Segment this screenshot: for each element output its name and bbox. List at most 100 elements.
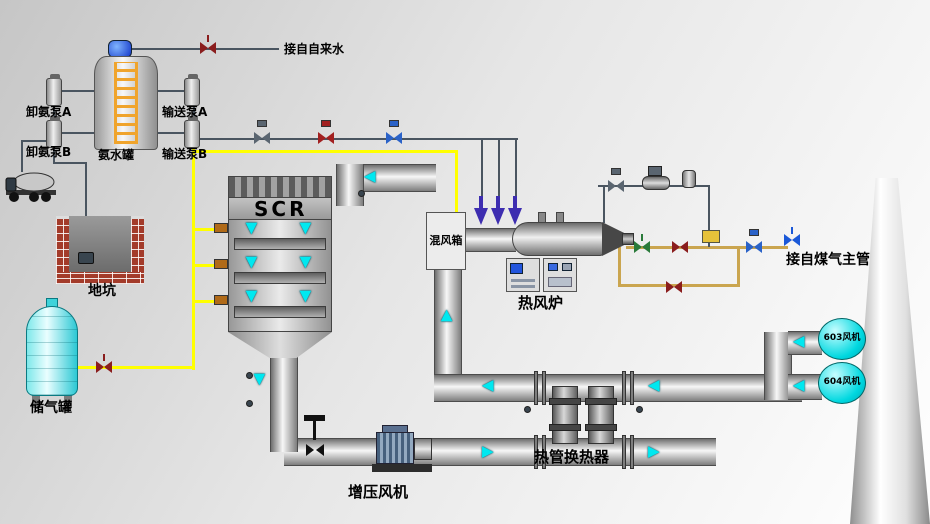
unload-pump-a[interactable] <box>46 74 62 106</box>
flow-arrow: ▶ <box>482 378 494 396</box>
pipe-line <box>21 140 53 142</box>
pipe-line <box>53 162 87 164</box>
transfer-pump-a[interactable] <box>184 74 200 106</box>
injector-drop-2 <box>498 138 500 208</box>
pit-pump[interactable] <box>78 252 94 264</box>
pipe-line <box>158 90 186 92</box>
control-cabinet-1 <box>506 258 540 292</box>
mixing-box-label: 混风箱 <box>429 233 463 247</box>
duct-flange <box>542 371 546 405</box>
butterfly-valve-stem <box>313 420 316 440</box>
pipe-line <box>158 132 186 134</box>
duct-main-horizontal <box>434 374 802 402</box>
sensor-icon <box>524 406 531 413</box>
flow-arrow: ▶ <box>297 222 316 235</box>
booster-fan-housing <box>414 438 432 460</box>
fan-604[interactable]: 604风机 <box>818 362 866 404</box>
water-line <box>119 48 279 50</box>
pipe-line <box>85 162 87 258</box>
fan-603[interactable]: 603风机 <box>818 318 866 360</box>
gas-tank-outlet-valve[interactable] <box>96 354 112 373</box>
duct-flange <box>630 371 634 405</box>
butterfly-valve-handle[interactable] <box>304 415 325 421</box>
ammonia-nozzle-1 <box>214 223 228 233</box>
sensor-icon <box>246 400 253 407</box>
transfer-pump-b[interactable] <box>184 116 200 148</box>
pipe-line <box>61 90 95 92</box>
gas-valve-3[interactable] <box>746 229 762 253</box>
gas-valve-1[interactable] <box>634 234 650 253</box>
scr-hopper <box>228 332 332 358</box>
sensor-icon <box>636 406 643 413</box>
duct-stove-to-mixbox <box>460 228 516 252</box>
ammonia-line-valve-2[interactable] <box>318 120 334 144</box>
duct-flange <box>630 435 634 469</box>
ammonia-air-line <box>194 138 518 140</box>
hot-blast-stove-label: 热风炉 <box>518 294 564 312</box>
ammonia-branch-1 <box>192 228 218 231</box>
gas-valve-2[interactable] <box>672 241 688 253</box>
exchanger-collar <box>585 424 617 431</box>
mixing-box: 混风箱 <box>426 212 466 270</box>
ammonia-tank-label: 氨水罐 <box>98 148 135 162</box>
gas-flow-meter[interactable] <box>702 230 720 243</box>
cabinet-screen <box>510 263 523 274</box>
ammonia-pipe-to-mixbox <box>455 150 458 214</box>
butterfly-valve[interactable] <box>306 444 324 458</box>
injector-drop-3 <box>515 138 517 208</box>
flow-arrow: ▶ <box>648 442 660 460</box>
sensor-icon <box>246 372 253 379</box>
cabinet-panel <box>548 277 572 287</box>
pipe-line <box>21 140 23 172</box>
flow-arrow: ▶ <box>243 256 262 269</box>
booster-fan-motor[interactable] <box>376 432 414 464</box>
gas-upper-valve[interactable] <box>608 168 624 192</box>
booster-fan-label: 增压风机 <box>348 483 409 501</box>
unload-pump-b-label: 卸氨泵B <box>26 145 72 159</box>
gas-filter[interactable] <box>682 170 696 188</box>
ammonia-injector-3 <box>508 196 522 225</box>
gas-bypass-valve[interactable] <box>666 281 682 293</box>
flow-arrow: ▶ <box>793 378 805 396</box>
scr-title-band <box>228 198 332 220</box>
cabinet-panel <box>511 285 535 288</box>
duct-scr-outlet <box>270 352 298 452</box>
booster-fan-base <box>372 464 432 472</box>
ammonia-pipe-vertical <box>192 140 195 370</box>
flow-arrow: ▶ <box>297 290 316 303</box>
fan-604-label: 604风机 <box>823 377 861 388</box>
ammonia-line-valve-3[interactable] <box>386 120 402 144</box>
ammonia-branch-2 <box>192 264 218 267</box>
sensor-icon <box>358 190 365 197</box>
gas-upper-drop-right <box>708 185 710 247</box>
unload-pump-b[interactable] <box>46 116 62 148</box>
duct-fan603-stub <box>788 331 822 355</box>
ammonia-line-valve-1[interactable] <box>254 120 270 144</box>
exchanger-collar <box>585 398 617 405</box>
duct-fan604-stub <box>788 374 822 400</box>
hot-stove-burner-cone <box>602 222 624 256</box>
ammonia-branch-3 <box>192 300 218 303</box>
gas-main-label: 接自煤气主管 <box>786 252 870 268</box>
pit-wall-left <box>56 216 69 282</box>
tanker-truck-icon <box>5 172 56 202</box>
pit-wall-right <box>131 216 144 282</box>
tap-water-valve[interactable] <box>200 35 216 54</box>
pit-wall-bottom <box>56 272 144 284</box>
gas-storage-tank <box>26 306 78 396</box>
flow-arrow: ▶ <box>793 334 805 352</box>
ammonia-nozzle-3 <box>214 295 228 305</box>
exchanger-collar <box>549 424 581 431</box>
gas-storage-tank-label: 储气罐 <box>30 400 72 416</box>
cabinet-screen <box>548 263 558 271</box>
ammonia-tank-coil <box>114 62 138 144</box>
ammonia-injector-2 <box>491 196 505 225</box>
scr-catalyst-layer-3 <box>234 306 326 318</box>
duct-flange <box>622 371 626 405</box>
duct-flange <box>542 435 546 469</box>
gas-main-shutoff-valve[interactable] <box>784 227 800 246</box>
ammonia-pipe-top <box>192 150 458 153</box>
gas-blower[interactable] <box>642 176 670 190</box>
scr-header <box>228 176 332 198</box>
